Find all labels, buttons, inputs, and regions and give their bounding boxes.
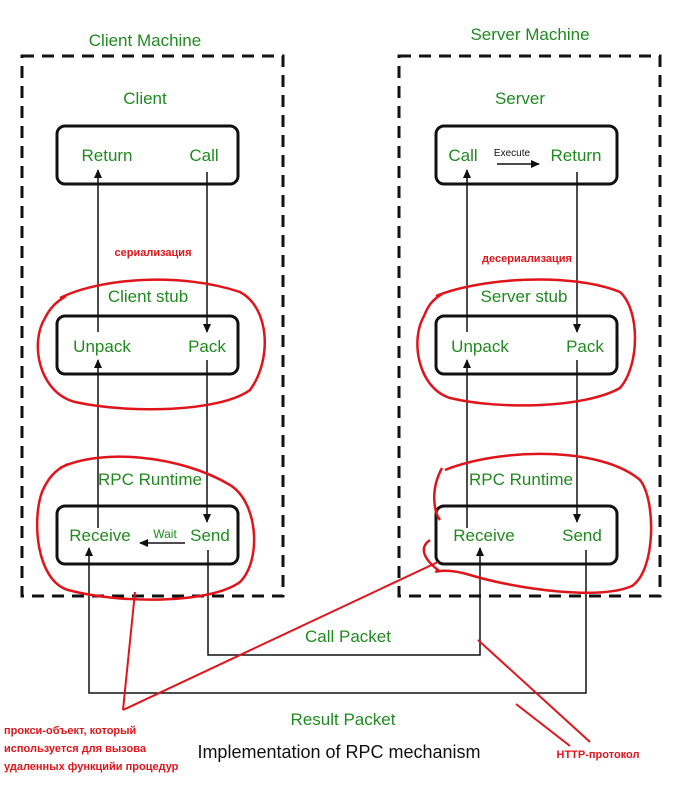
server-runtime-title: RPC Runtime (469, 470, 573, 489)
proxy-annotation-line2: используется для вызова (4, 743, 147, 755)
deserialization-annotation: десериализация (482, 253, 572, 265)
server-return-label: Return (550, 146, 601, 165)
client-call-label: Call (189, 146, 218, 165)
serialization-annotation: сериализация (115, 247, 192, 259)
client-title: Client (123, 89, 167, 108)
server-send-label: Send (562, 526, 602, 545)
call-packet-path (207, 547, 484, 656)
result-packet-path (85, 547, 587, 694)
server-stub-box (434, 314, 619, 376)
client-receive-label: Receive (69, 526, 130, 545)
server-machine-label: Server Machine (470, 25, 589, 44)
proxy-pointer-line-2 (122, 561, 439, 711)
server-pack-label: Pack (566, 337, 604, 356)
client-runtime-highlight-circle (35, 455, 256, 601)
client-pack-label: Pack (188, 337, 226, 356)
server-title: Server (495, 89, 545, 108)
client-return-label: Return (81, 146, 132, 165)
client-unpack-label: Unpack (73, 337, 131, 356)
client-runtime-title: RPC Runtime (98, 470, 202, 489)
client-box (55, 124, 240, 186)
server-machine-container (397, 54, 662, 598)
result-packet-label: Result Packet (291, 710, 396, 729)
proxy-annotation-line1: прокси-объект, который (4, 725, 136, 737)
http-annotation: HTTP-протокол (557, 749, 640, 761)
server-runtime-box (434, 504, 619, 566)
server-receive-label: Receive (453, 526, 514, 545)
call-packet-label: Call Packet (305, 627, 391, 646)
client-stub-title: Client stub (108, 287, 188, 306)
server-runtime-highlight-circle (422, 452, 653, 594)
client-machine-label: Client Machine (89, 31, 201, 50)
client-send-label: Send (190, 526, 230, 545)
http-pointer-line-2 (515, 703, 571, 747)
http-pointer-line-1 (477, 639, 591, 743)
server-stub-highlight-circle (416, 278, 637, 407)
client-stub-highlight-circle (36, 278, 266, 411)
proxy-pointer-line-1 (122, 591, 136, 711)
server-execute-label: Execute (494, 148, 531, 159)
proxy-annotation-line3: удаленных функцийи процедур (4, 761, 179, 773)
client-wait-label: Wait (153, 527, 177, 541)
server-box (434, 124, 619, 186)
server-call-label: Call (448, 146, 477, 165)
client-runtime-box (55, 504, 240, 566)
server-stub-title: Server stub (481, 287, 568, 306)
diagram-caption: Implementation of RPC mechanism (197, 742, 480, 762)
client-machine-container (20, 54, 285, 598)
server-unpack-label: Unpack (451, 337, 509, 356)
client-stub-box (55, 314, 240, 376)
